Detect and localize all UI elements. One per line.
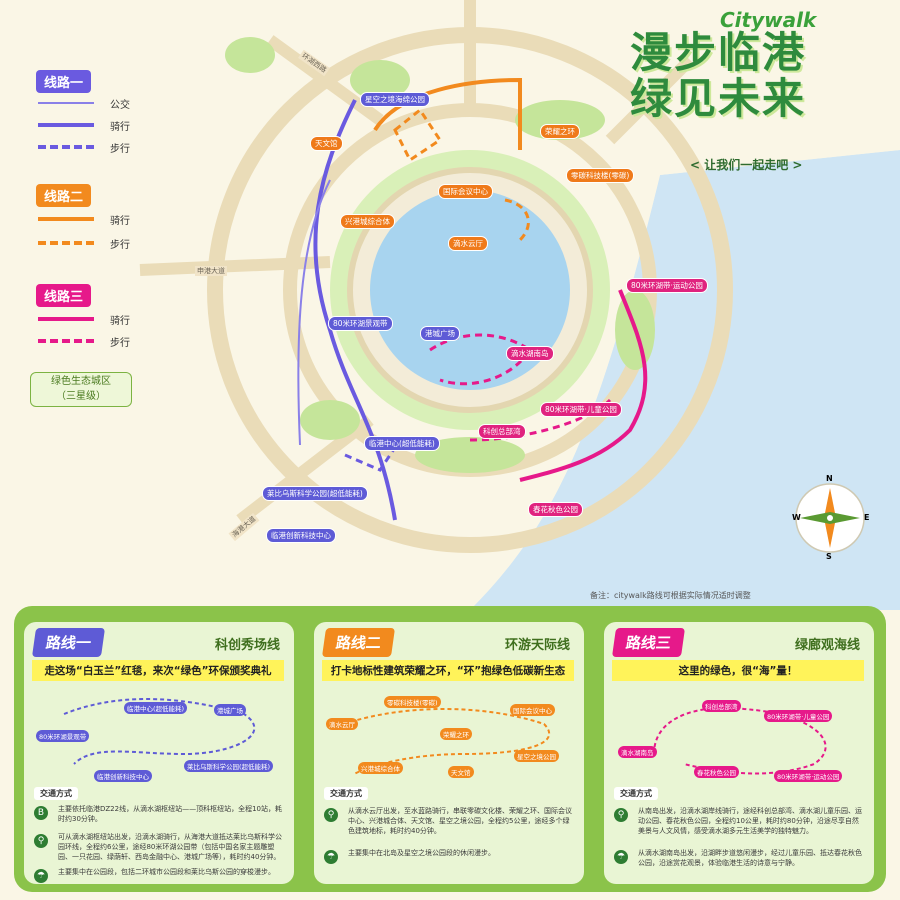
compass-n: N: [826, 474, 833, 483]
poi-xinggang[interactable]: 兴港城综合体: [340, 214, 395, 229]
route3-mini-path: [653, 706, 827, 775]
legend-route3-bike: 骑行: [38, 312, 148, 327]
route1-mini-path: [63, 698, 256, 765]
route1-stops: 80米环湖景观带 临港中心(超低能耗) 港城广场 临港创新科技中心 莱比乌斯科学…: [34, 684, 284, 784]
route3-stop-2: 80米环湖带·儿童公园: [764, 710, 833, 722]
map-note: 备注：citywalk路线可根据实际情况适时调整: [590, 591, 751, 600]
poi-yundong[interactable]: 80米环湖带·运动公园: [626, 278, 708, 293]
route2-stop-4: 国际会议中心: [510, 704, 555, 716]
walk-icon: ☂: [324, 850, 338, 864]
route3-bike-path: [519, 289, 648, 482]
road-sw: [236, 415, 374, 525]
poi-laibi[interactable]: 莱比乌斯科学公园(超低能耗): [262, 486, 368, 501]
dishui-lake: [370, 190, 570, 390]
route3-stops: 科创总部湾 80米环湖带·儿童公园 滴水湖南岛 春花秋色公园 80米环湖带·运动…: [614, 684, 864, 784]
poi-nandao[interactable]: 滴水湖南岛: [506, 346, 554, 361]
poi-huanhu[interactable]: 80米环湖景观带: [328, 316, 393, 331]
walk-icon: ☂: [34, 869, 48, 883]
route2-card-subtitle: 环游天际线: [504, 638, 570, 653]
route2-slogan: 打卡地标性建筑荣耀之环，“环”抱绿色低碳新生态: [322, 660, 574, 681]
route2-stop-7: 星空之境公园: [514, 750, 559, 762]
route1-card: 路线一 科创秀场线 走这场“白玉兰”红毯，来次“绿色”环保颁奖典礼 80米环湖景…: [24, 622, 294, 884]
bike-icon: ⚲: [324, 808, 338, 822]
route3-card: 路线三 绿廊观海线 这里的绿色，很“海”量！ 科创总部湾 80米环湖带·儿童公园…: [604, 622, 874, 884]
road-ne: [605, 55, 695, 145]
eco-badge: 绿色生态城区 （三星级）: [30, 372, 132, 407]
legend-route2-title: 线路二: [36, 184, 92, 207]
route3-card-subtitle: 绿廊观海线: [794, 638, 860, 653]
route1-slogan: 走这场“白玉兰”红毯，来次“绿色”环保颁奖典礼: [32, 660, 284, 681]
route1-card-label: 路线一: [31, 628, 106, 657]
brand-logo: Citywalk: [720, 8, 817, 32]
compass-w: W: [792, 513, 801, 522]
road-shengang: [139, 256, 331, 276]
bus-icon: B: [34, 806, 48, 820]
compass-e: E: [864, 513, 870, 522]
poi-rongyao[interactable]: 荣耀之环: [540, 124, 580, 139]
legend-route3-title: 线路三: [36, 284, 92, 307]
legend-route1-bus: 公交: [38, 96, 148, 111]
route2-stop-6: 天文馆: [448, 766, 474, 778]
route2-stop-2: 零碳科技楼(零碳): [384, 696, 441, 708]
city-map: [139, 0, 900, 610]
poi-chunhua[interactable]: 春花秋色公园: [528, 502, 583, 517]
bike-icon: ⚲: [614, 808, 628, 822]
route1-card-subtitle: 科创秀场线: [214, 638, 280, 653]
route3-slogan: 这里的绿色，很“海”量！: [612, 660, 864, 681]
route2-mini-path: [343, 708, 551, 775]
route2-stop-3: 荣耀之环: [440, 728, 472, 740]
page-title: 漫步临港 绿见未来: [630, 30, 890, 122]
compass-icon: [795, 483, 865, 553]
route1-transport-label: 交通方式: [34, 787, 78, 800]
route3-stop-3: 滴水湖南岛: [618, 746, 657, 758]
route3-stop-1: 科创总部湾: [702, 700, 741, 712]
road-label-2: 申港大道: [195, 266, 227, 276]
sea-area: [470, 150, 900, 610]
poi-tianwenguan[interactable]: 天文馆: [310, 136, 343, 151]
poi-guoji[interactable]: 国际会议中心: [438, 184, 493, 199]
poi-dishuiyunting[interactable]: 滴水云厅: [448, 236, 488, 251]
poi-xingkong[interactable]: 星空之境海绵公园: [360, 92, 430, 107]
route2-stop-1: 滴水云厅: [326, 718, 358, 730]
title-line2: 绿见未来: [630, 74, 807, 123]
compass-s: S: [826, 552, 832, 561]
poi-kechuang[interactable]: 科创总部湾: [478, 424, 526, 439]
route1-stop-2: 临港中心(超低能耗): [124, 702, 188, 714]
poi-chuangxin[interactable]: 临港创新科技中心: [266, 528, 336, 543]
route-panel: 路线一 科创秀场线 走这场“白玉兰”红毯，来次“绿色”环保颁奖典礼 80米环湖景…: [14, 606, 886, 892]
route3-stop-4: 春花秋色公园: [694, 766, 739, 778]
route2-walk-path: [504, 198, 530, 242]
legend-route2-walk: 步行: [38, 236, 148, 251]
page-subtitle: < 让我们一起走吧 >: [690, 158, 803, 172]
title-line1: 漫步临港: [630, 28, 807, 77]
route2-transport-label: 交通方式: [324, 787, 368, 800]
legend-route1-bike: 骑行: [38, 118, 148, 133]
route3-transport-label: 交通方式: [614, 787, 658, 800]
legend-route1-walk: 步行: [38, 140, 148, 155]
route2-stops: 滴水云厅 零碳科技楼(零碳) 荣耀之环 国际会议中心 兴港城综合体 天文馆 星空…: [324, 684, 574, 784]
legend-route2-bike: 骑行: [38, 212, 148, 227]
poi-lingang-center[interactable]: 临港中心(超低能耗): [364, 436, 440, 451]
route3-card-label: 路线三: [611, 628, 686, 657]
route1-stop-3: 港城广场: [214, 704, 246, 716]
eco-badge-text: 绿色生态城区 （三星级）: [51, 376, 111, 402]
route2-card-label: 路线二: [321, 628, 396, 657]
legend-route3-walk: 步行: [38, 334, 148, 349]
poi-ertong[interactable]: 80米环湖带·儿童公园: [540, 402, 622, 417]
poi-gangcheng[interactable]: 港城广场: [420, 326, 460, 341]
route1-stop-4: 临港创新科技中心: [94, 770, 152, 782]
road-nw: [266, 35, 384, 125]
route1-bus-path: [297, 179, 331, 446]
route2-bike-path: [373, 77, 522, 150]
legend-route1-title: 线路一: [36, 70, 92, 93]
walk-icon: ☂: [614, 850, 628, 864]
route3-stop-5: 80米环湖带·运动公园: [774, 770, 843, 782]
route2-card: 路线二 环游天际线 打卡地标性建筑荣耀之环，“环”抱绿色低碳新生态 滴水云厅 零…: [314, 622, 584, 884]
route1-stop-1: 80米环湖景观带: [36, 730, 90, 742]
route1-stop-5: 莱比乌斯科学公园(超低能耗): [184, 760, 274, 772]
bike-icon: ⚲: [34, 834, 48, 848]
poi-lingtan[interactable]: 零碳科技楼(零碳): [566, 168, 635, 183]
route2-stop-5: 兴港城综合体: [358, 762, 403, 774]
